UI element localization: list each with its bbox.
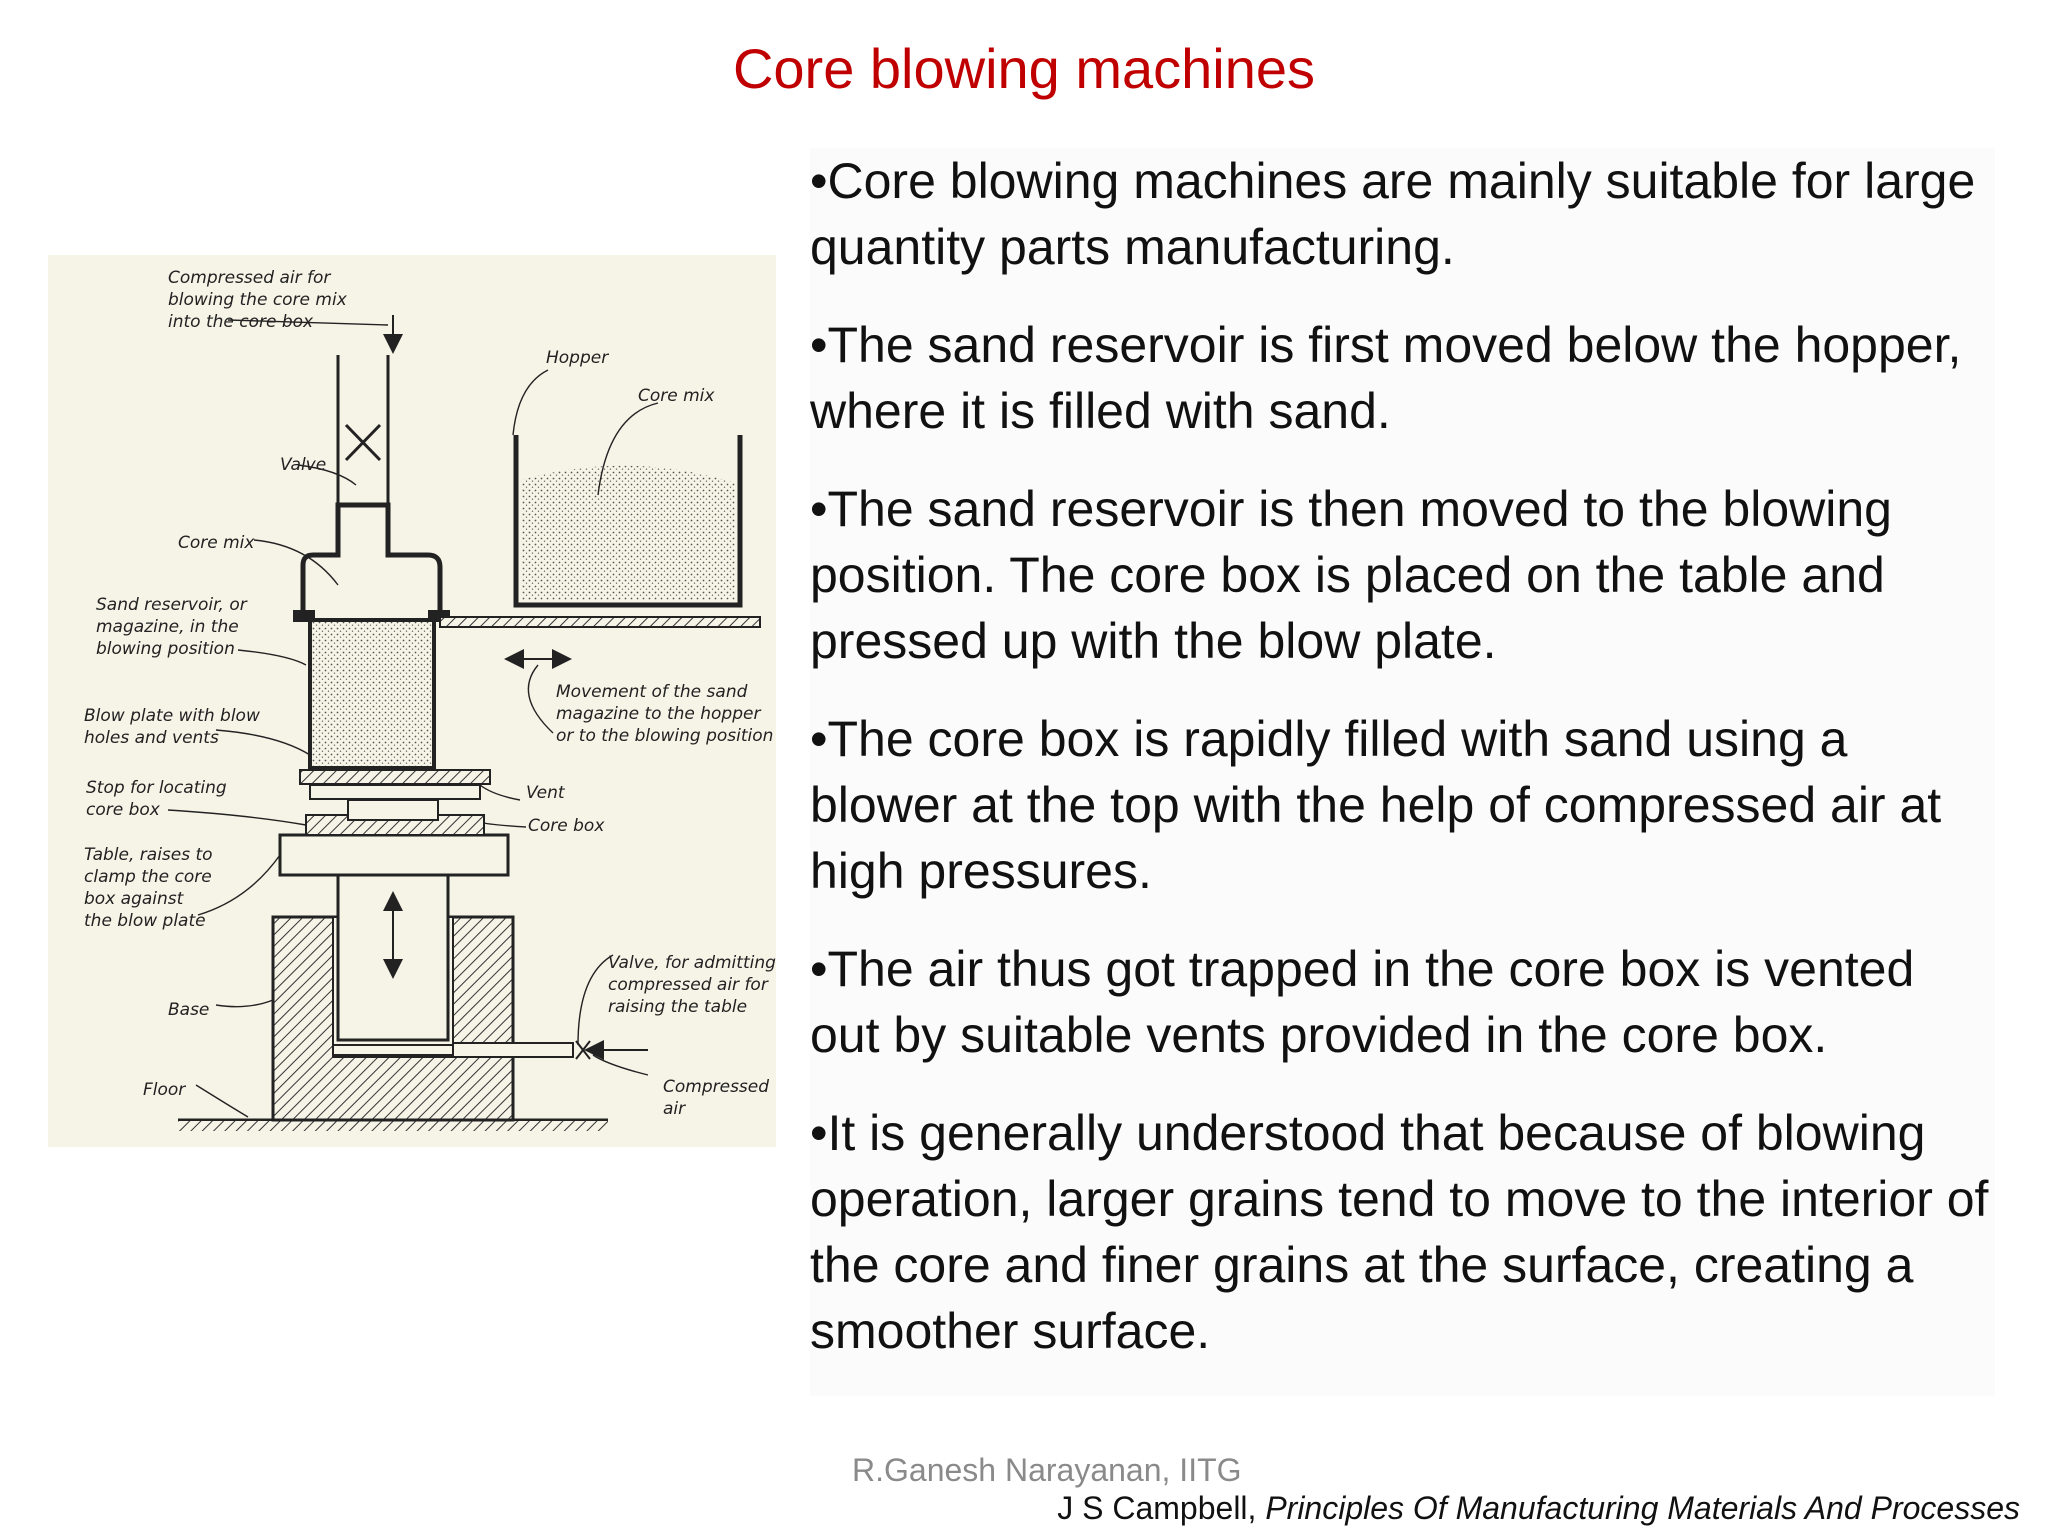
label-reservoir-2: magazine, in the bbox=[96, 617, 239, 637]
clamp-table bbox=[278, 833, 510, 1042]
citation-author: J S Campbell, bbox=[1057, 1490, 1266, 1526]
bullet-list: •Core blowing machines are mainly suitab… bbox=[810, 148, 1995, 1396]
label-compressed-air-3: into the core box bbox=[168, 312, 314, 332]
bullet-item: •The air thus got trapped in the core bo… bbox=[810, 941, 1915, 1063]
label-valve-admit-2: compressed air for bbox=[608, 975, 769, 995]
label-reservoir-3: blowing position bbox=[96, 639, 235, 659]
hopper bbox=[439, 435, 761, 669]
slide-title: Core blowing machines bbox=[732, 37, 1316, 100]
label-compressed-air: Compressed air for bbox=[168, 268, 331, 288]
label-compressed-air-b2: air bbox=[663, 1099, 686, 1119]
sand-reservoir bbox=[293, 502, 450, 770]
bullet-item: •The core box is rapidly filled with san… bbox=[810, 711, 1942, 899]
bullet-item: •Core blowing machines are mainly suitab… bbox=[810, 153, 1976, 275]
bullet-item: •It is generally understood that because… bbox=[810, 1105, 1989, 1359]
leader-lines bbox=[167, 319, 659, 1118]
label-movement-2: magazine to the hopper bbox=[556, 704, 761, 724]
label-base: Base bbox=[168, 1000, 209, 1020]
diagram-labels: Compressed air for blowing the core mix … bbox=[84, 268, 776, 1119]
label-core-mix-right: Core mix bbox=[638, 386, 715, 406]
citation-book: Principles Of Manufacturing Materials An… bbox=[1265, 1490, 2020, 1526]
label-compressed-air-b1: Compressed bbox=[663, 1077, 769, 1097]
label-table-1: Table, raises to bbox=[84, 845, 213, 865]
air-pipe bbox=[336, 315, 403, 505]
label-valve: Valve bbox=[280, 455, 326, 475]
label-blow-plate-2: holes and vents bbox=[84, 728, 219, 748]
blow-plate bbox=[299, 769, 491, 800]
label-stop-2: core box bbox=[86, 800, 161, 820]
source-citation: J S Campbell, Principles Of Manufacturin… bbox=[1057, 1490, 2020, 1527]
core-box bbox=[305, 799, 485, 836]
label-movement-3: or to the blowing position bbox=[556, 726, 773, 746]
label-table-4: the blow plate bbox=[84, 911, 206, 931]
label-core-mix-left: Core mix bbox=[178, 533, 255, 553]
label-valve-admit-3: raising the table bbox=[608, 997, 747, 1017]
label-core-box: Core box bbox=[528, 816, 605, 836]
label-hopper: Hopper bbox=[546, 348, 609, 368]
core-blowing-machine-diagram: Compressed air for blowing the core mix … bbox=[48, 255, 776, 1147]
label-table-2: clamp the core bbox=[84, 867, 212, 887]
label-table-3: box against bbox=[84, 889, 185, 909]
author-credit: R.Ganesh Narayanan, IITG bbox=[852, 1452, 1242, 1488]
label-floor: Floor bbox=[143, 1080, 186, 1100]
bullet-item: •The sand reservoir is then moved to the… bbox=[810, 481, 1892, 669]
label-reservoir-1: Sand reservoir, or bbox=[96, 595, 248, 615]
label-valve-admit-1: Valve, for admitting bbox=[608, 953, 776, 973]
label-stop-1: Stop for locating bbox=[86, 778, 227, 798]
label-movement-1: Movement of the sand bbox=[556, 682, 748, 702]
label-blow-plate-1: Blow plate with blow bbox=[84, 706, 260, 726]
floor-line bbox=[178, 1118, 608, 1131]
label-compressed-air-2: blowing the core mix bbox=[168, 290, 348, 310]
bullet-item: •The sand reservoir is first moved below… bbox=[810, 317, 1962, 439]
label-vent: Vent bbox=[526, 783, 566, 803]
inlet-arrow bbox=[575, 1040, 648, 1060]
